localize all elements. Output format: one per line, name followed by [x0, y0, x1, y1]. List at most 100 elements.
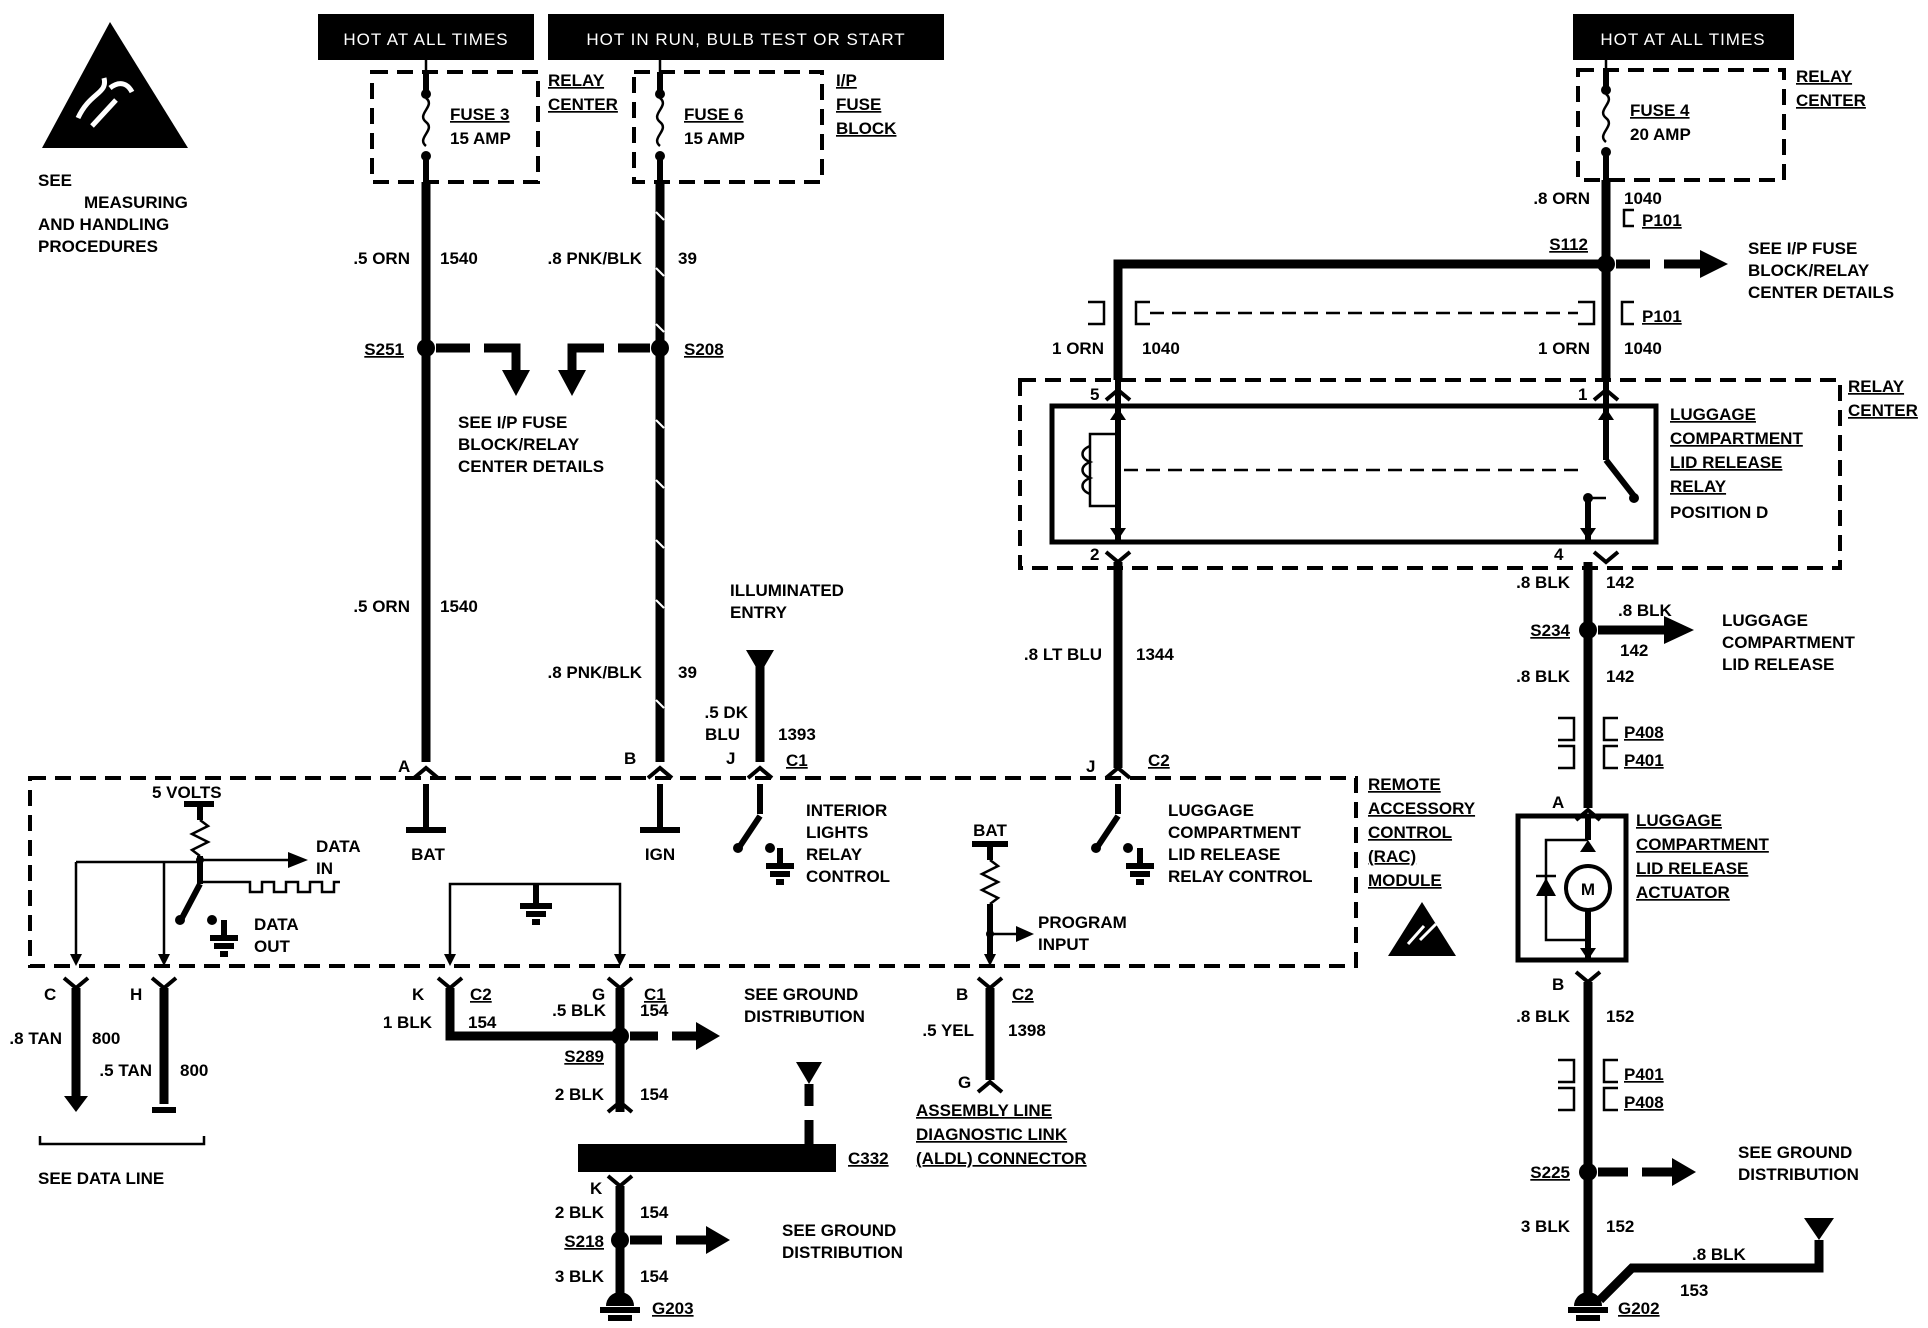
- fuse6-block: [632, 70, 824, 184]
- fuse3-location-2: CENTER: [548, 95, 618, 114]
- fuse6-rating: 15 AMP: [684, 129, 745, 148]
- ground-dist-2-1: SEE GROUND: [782, 1221, 896, 1240]
- wire-154-s289-circuit: 154: [640, 1085, 669, 1104]
- data-in-2: IN: [316, 859, 333, 878]
- lid-relay-control-4: RELAY CONTROL: [1168, 867, 1313, 886]
- connector-c332-bar: [578, 1144, 836, 1172]
- wire-1398-gauge: .5 YEL: [922, 1021, 974, 1040]
- wire-154-g-gauge: .5 BLK: [552, 1001, 607, 1020]
- pin-c-data: C: [44, 985, 56, 1004]
- wire-152-b-circuit: 152: [1606, 1217, 1634, 1236]
- wire-1540-top-gauge: .5 ORN: [353, 249, 410, 268]
- wire-152-a-gauge: .8 BLK: [1516, 1007, 1571, 1026]
- ground-dist-1-2: DISTRIBUTION: [744, 1007, 865, 1026]
- pin-g-gnd: G: [592, 985, 605, 1004]
- header-hot-at-all-times-right: HOT AT ALL TIMES: [1573, 14, 1794, 60]
- wire-800-h-gauge: .5 TAN: [99, 1061, 152, 1080]
- relay-name-4: RELAY: [1670, 477, 1727, 496]
- connector-c2-k: C2: [470, 985, 492, 1004]
- fuse3-rating: 15 AMP: [450, 129, 511, 148]
- luggage-release-out-1: LUGGAGE: [1722, 611, 1808, 630]
- wire-39-low-gauge: .8 PNK/BLK: [548, 663, 643, 682]
- ip-fuse-details-right-3: CENTER DETAILS: [1748, 283, 1894, 302]
- lid-release-relay: [1049, 403, 1659, 545]
- lid-relay-control-1: LUGGAGE: [1168, 801, 1254, 820]
- splice-s225-label: S225: [1530, 1163, 1570, 1182]
- wire-1344-gauge: .8 LT BLU: [1024, 645, 1102, 664]
- illuminated-entry-1: ILLUMINATED: [730, 581, 844, 600]
- data-out-1: DATA: [254, 915, 299, 934]
- actuator-name-2: COMPARTMENT: [1636, 835, 1769, 854]
- ip-fuse-details-left-3: CENTER DETAILS: [458, 457, 604, 476]
- module-name-2: ACCESSORY: [1368, 799, 1476, 818]
- ground-dist-1-1: SEE GROUND: [744, 985, 858, 1004]
- actuator-name-1: LUGGAGE: [1636, 811, 1722, 830]
- splice-s289-label: S289: [564, 1047, 604, 1066]
- module-name-4: (RAC): [1368, 847, 1416, 866]
- actuator-name-3: LID RELEASE: [1636, 859, 1748, 878]
- wire-1040-left-gauge: 1 ORN: [1052, 339, 1104, 358]
- wire-1393-gauge-1: .5 DK: [705, 703, 749, 722]
- relay-name-3: LID RELEASE: [1670, 453, 1782, 472]
- interior-lights-1: INTERIOR: [806, 801, 887, 820]
- esd-notice-line3: AND HANDLING: [38, 215, 169, 234]
- lid-release-actuator: [1515, 813, 1629, 963]
- rac-module-box: [28, 776, 1358, 968]
- wire-154-c332-gauge: 2 BLK: [555, 1203, 605, 1222]
- module-bat-prog: BAT: [973, 821, 1007, 840]
- wire-142-b-gauge: .8 BLK: [1618, 601, 1673, 620]
- connector-c1-g: C1: [644, 985, 666, 1004]
- wire-153-circuit: 153: [1680, 1281, 1708, 1300]
- fuse4-block: [1576, 68, 1786, 182]
- pin-act-a: A: [1552, 793, 1564, 812]
- ground-dist-2-2: DISTRIBUTION: [782, 1243, 903, 1262]
- fuse4-location-1: RELAY: [1796, 67, 1853, 86]
- splice-s251-label: S251: [364, 340, 404, 359]
- ground-dist-3-1: SEE GROUND: [1738, 1143, 1852, 1162]
- relay-position: POSITION D: [1670, 503, 1768, 522]
- module-name-5: MODULE: [1368, 871, 1442, 890]
- splice-s218: [611, 1231, 629, 1249]
- esd-notice-line4: PROCEDURES: [38, 237, 158, 256]
- wire-142-c-gauge: .8 BLK: [1516, 667, 1571, 686]
- interior-lights-3: RELAY: [806, 845, 863, 864]
- splice-s112-label: S112: [1549, 235, 1588, 254]
- wire-39-top-gauge: .8 PNK/BLK: [548, 249, 643, 268]
- wire-1040-fuse-gauge: .8 ORN: [1533, 189, 1590, 208]
- wire-1040-right-gauge: 1 ORN: [1538, 339, 1590, 358]
- wire-800-c-circuit: 800: [92, 1029, 120, 1048]
- wire-153: [1596, 1240, 1824, 1304]
- splice-s218-label: S218: [564, 1232, 604, 1251]
- header-hot-at-all-times-left: HOT AT ALL TIMES: [318, 14, 534, 60]
- wire-800-c-gauge: .8 TAN: [9, 1029, 62, 1048]
- module-name-3: CONTROL: [1368, 823, 1452, 842]
- five-volts-label: 5 VOLTS: [152, 783, 222, 802]
- wire-154-c332-circuit: 154: [640, 1203, 669, 1222]
- wire-152-a-circuit: 152: [1606, 1007, 1634, 1026]
- esd-warning-icon: [42, 22, 188, 148]
- wire-1398-circuit: 1398: [1008, 1021, 1046, 1040]
- svg-text:HOT IN RUN, BULB TEST OR START: HOT IN RUN, BULB TEST OR START: [586, 30, 905, 49]
- actuator-name-4: ACTUATOR: [1636, 883, 1730, 902]
- lid-relay-control-2: COMPARTMENT: [1168, 823, 1301, 842]
- wire-1040-left-circuit: 1040: [1142, 339, 1180, 358]
- connector-p408-b: P408: [1624, 1093, 1664, 1112]
- wire-1344-circuit: 1344: [1136, 645, 1174, 664]
- wire-1540-low-gauge: .5 ORN: [353, 597, 410, 616]
- pin-b-aldl: B: [956, 985, 968, 1004]
- ground-g202: G202: [1618, 1299, 1660, 1318]
- pin-act-b: B: [1552, 975, 1564, 994]
- splice-s289: [611, 1027, 629, 1045]
- fuse3-location-1: RELAY: [548, 71, 605, 90]
- ip-fuse-details-right-2: BLOCK/RELAY: [1748, 261, 1870, 280]
- wire-154-s218-gauge: 3 BLK: [555, 1267, 605, 1286]
- wire-1540-top-circuit: 1540: [440, 249, 478, 268]
- wire-152-b-gauge: 3 BLK: [1521, 1217, 1571, 1236]
- esd-notice-line1: SEE: [38, 171, 72, 190]
- ip-fuse-details-left-1: SEE I/P FUSE: [458, 413, 567, 432]
- svg-text:HOT AT ALL TIMES: HOT AT ALL TIMES: [1600, 30, 1765, 49]
- relay-name-2: COMPARTMENT: [1670, 429, 1803, 448]
- wire-1040-fuse-circuit: 1040: [1624, 189, 1662, 208]
- fuse3-block: [370, 70, 540, 184]
